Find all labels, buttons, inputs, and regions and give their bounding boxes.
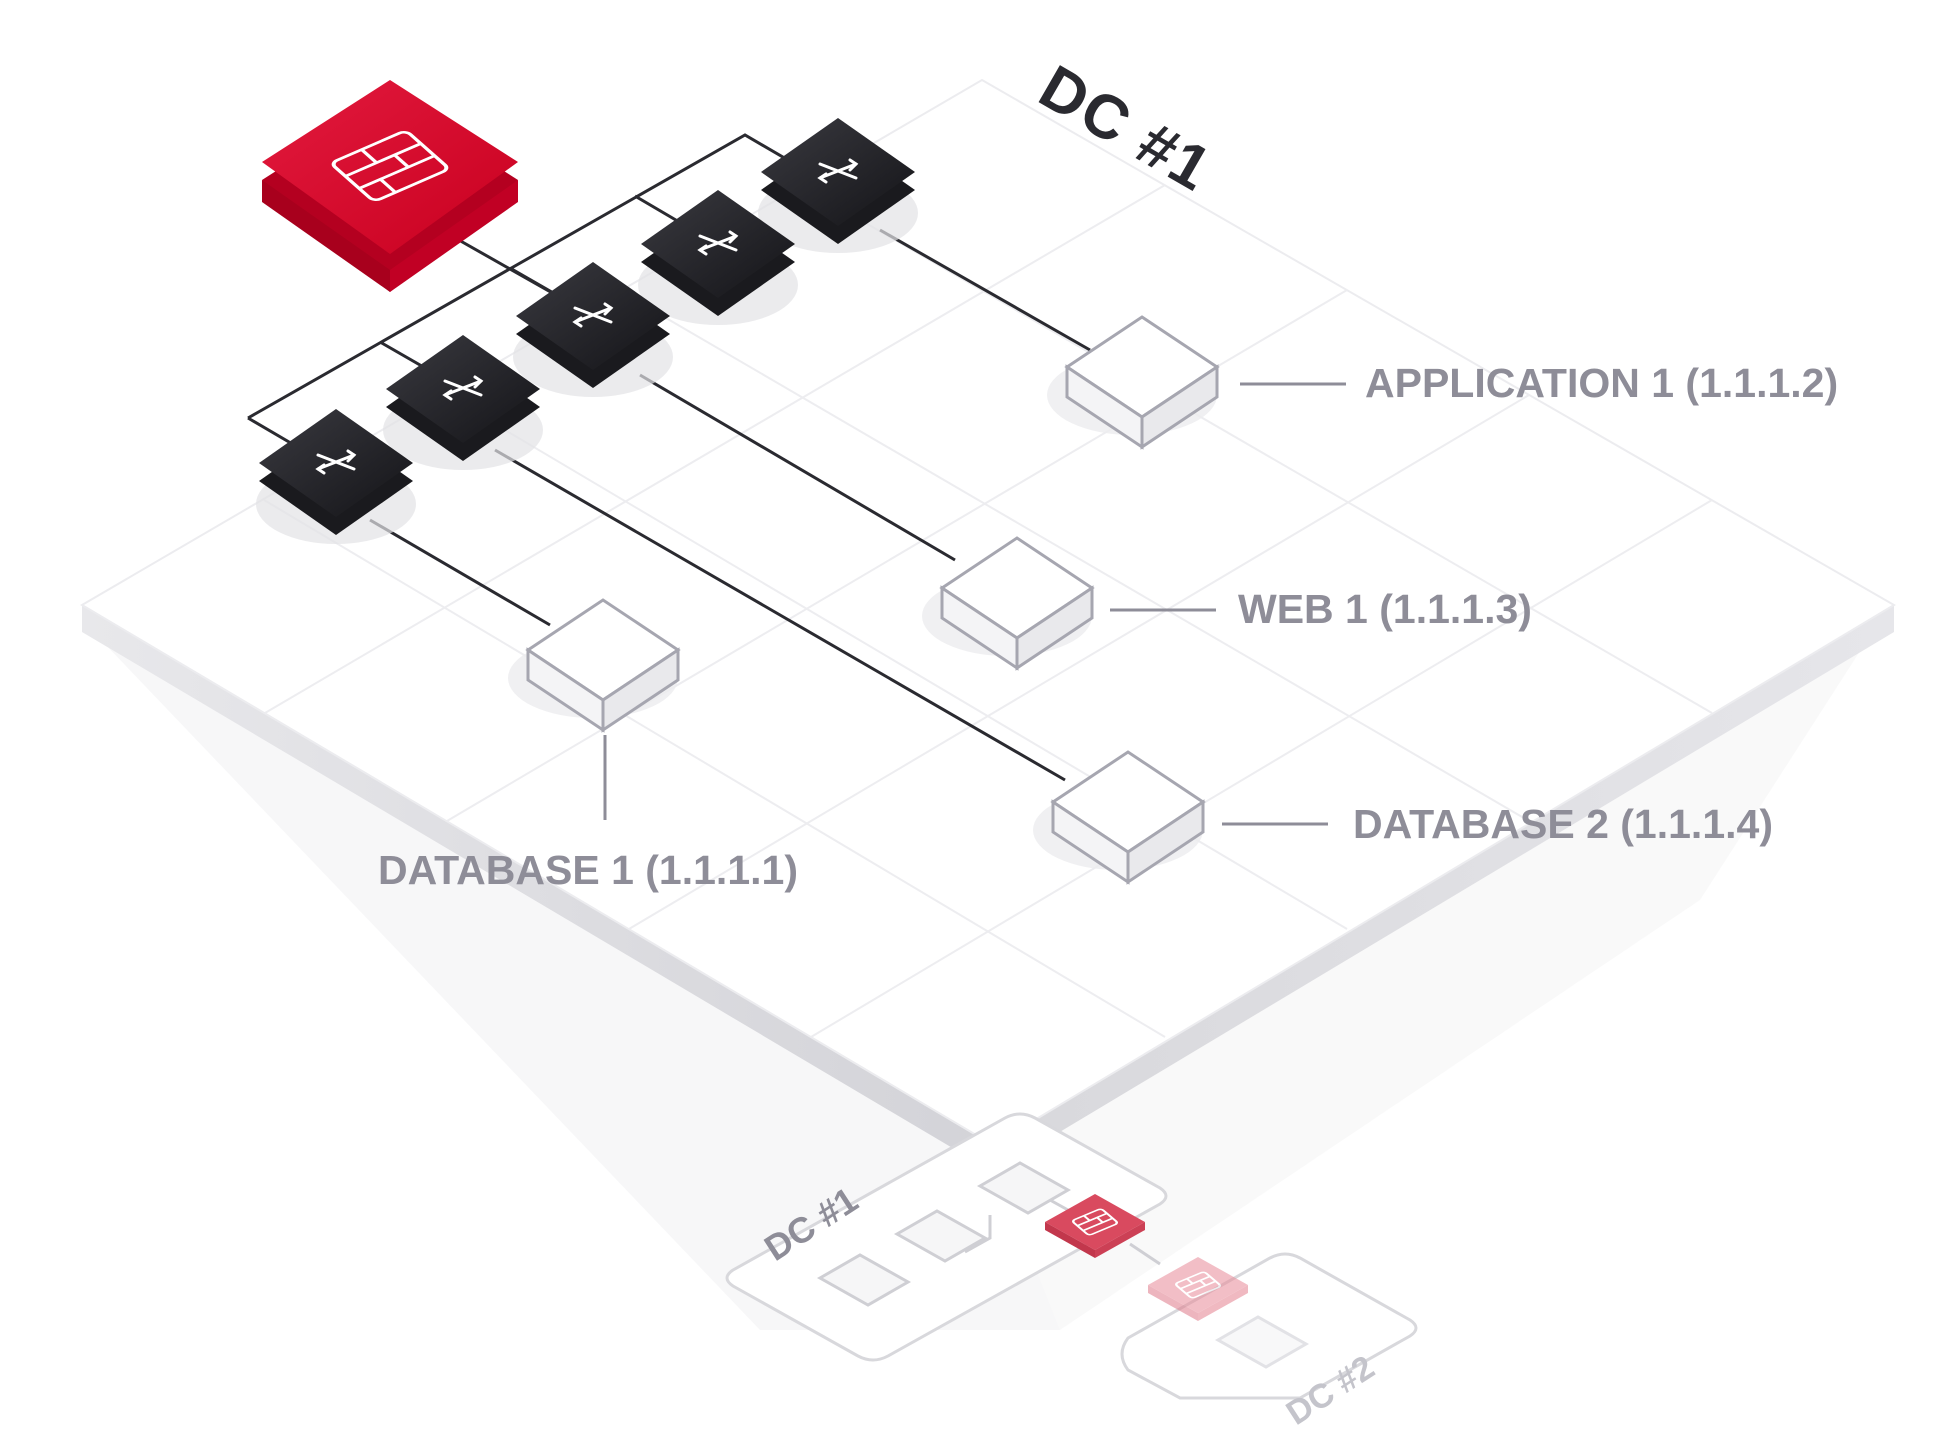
switch-4 [383,335,543,470]
server-app1 [1047,315,1220,450]
firewall [262,80,518,292]
label-app1: APPLICATION 1 (1.1.1.2) [1240,360,1838,406]
mini-node [816,1253,912,1307]
mini-firewall-icon [1174,1271,1222,1299]
mini-firewall-1 [1045,1194,1145,1258]
db2-label: DATABASE 2 (1.1.1.4) [1353,801,1773,847]
switch-arrows-icon [697,230,739,256]
switch-arrows-icon [817,158,859,184]
switch-5 [256,409,416,544]
switch-arrows-icon [572,302,614,328]
mini-node [1214,1315,1310,1369]
label-db2: DATABASE 2 (1.1.1.4) [1222,801,1773,847]
switch-arrows-icon [442,375,484,401]
mini-firewall-icon [1071,1208,1119,1236]
mini-node [893,1209,989,1263]
switch-2 [638,190,798,325]
db1-label: DATABASE 1 (1.1.1.1) [378,847,798,893]
firewall-brick-icon [331,131,449,201]
label-web1: WEB 1 (1.1.1.3) [1110,586,1532,632]
server-db2 [1033,750,1206,885]
web1-label: WEB 1 (1.1.1.3) [1238,586,1532,632]
app1-label: APPLICATION 1 (1.1.1.2) [1365,360,1838,406]
switch-arrows-icon [315,449,357,475]
server-db1 [508,598,681,733]
mini-firewall-2 [1148,1257,1248,1321]
switch-1 [758,118,918,253]
switch-3 [513,262,673,397]
label-db1: DATABASE 1 (1.1.1.1) [378,735,798,893]
mini-node [976,1161,1072,1215]
server-web1 [922,536,1095,671]
